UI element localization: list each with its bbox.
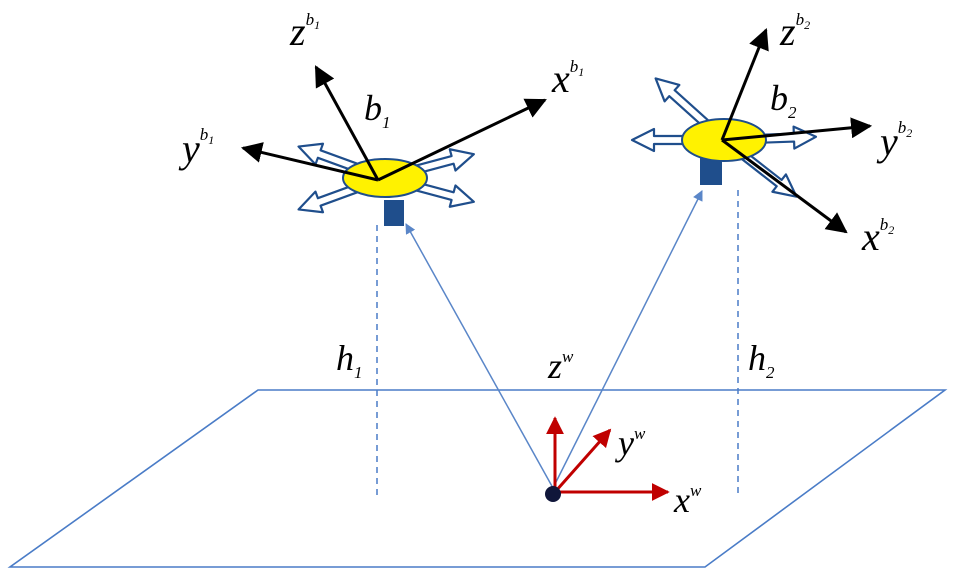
drone-b1: [240, 65, 547, 226]
label-x-w: xw: [673, 480, 702, 520]
camera-b2: [700, 158, 722, 185]
axis-y-b1: [240, 142, 379, 182]
ground-plane: [7, 389, 948, 568]
label-z-w: zw: [547, 346, 574, 386]
camera-b1: [384, 200, 404, 226]
label-x-b2: xb2: [861, 214, 894, 259]
drone-b2: [630, 28, 873, 234]
axis-x-b1: [377, 98, 547, 182]
label-h2: h2: [748, 338, 775, 382]
axis-x-b2: [721, 138, 848, 234]
label-b2: b2: [770, 78, 797, 122]
axis-z-b2: [720, 28, 769, 141]
label-y-b1: yb1: [178, 125, 214, 171]
axis-z-b1: [314, 65, 380, 181]
label-z-b2: zb2: [779, 9, 810, 54]
label-y-w: yw: [615, 423, 646, 463]
label-x-b1: xb1: [551, 56, 584, 101]
axis-y-b2: [721, 117, 873, 142]
label-y-b2: yb2: [876, 118, 912, 164]
label-b1: b1: [364, 88, 391, 132]
position-vector-b2: [552, 190, 703, 489]
axis-y-w: [553, 428, 612, 493]
position-vector-b1: [405, 223, 554, 489]
world-origin: [545, 486, 561, 502]
label-h1: h1: [336, 338, 363, 382]
world-frame: [545, 416, 670, 502]
label-z-b1: zb1: [289, 9, 320, 54]
